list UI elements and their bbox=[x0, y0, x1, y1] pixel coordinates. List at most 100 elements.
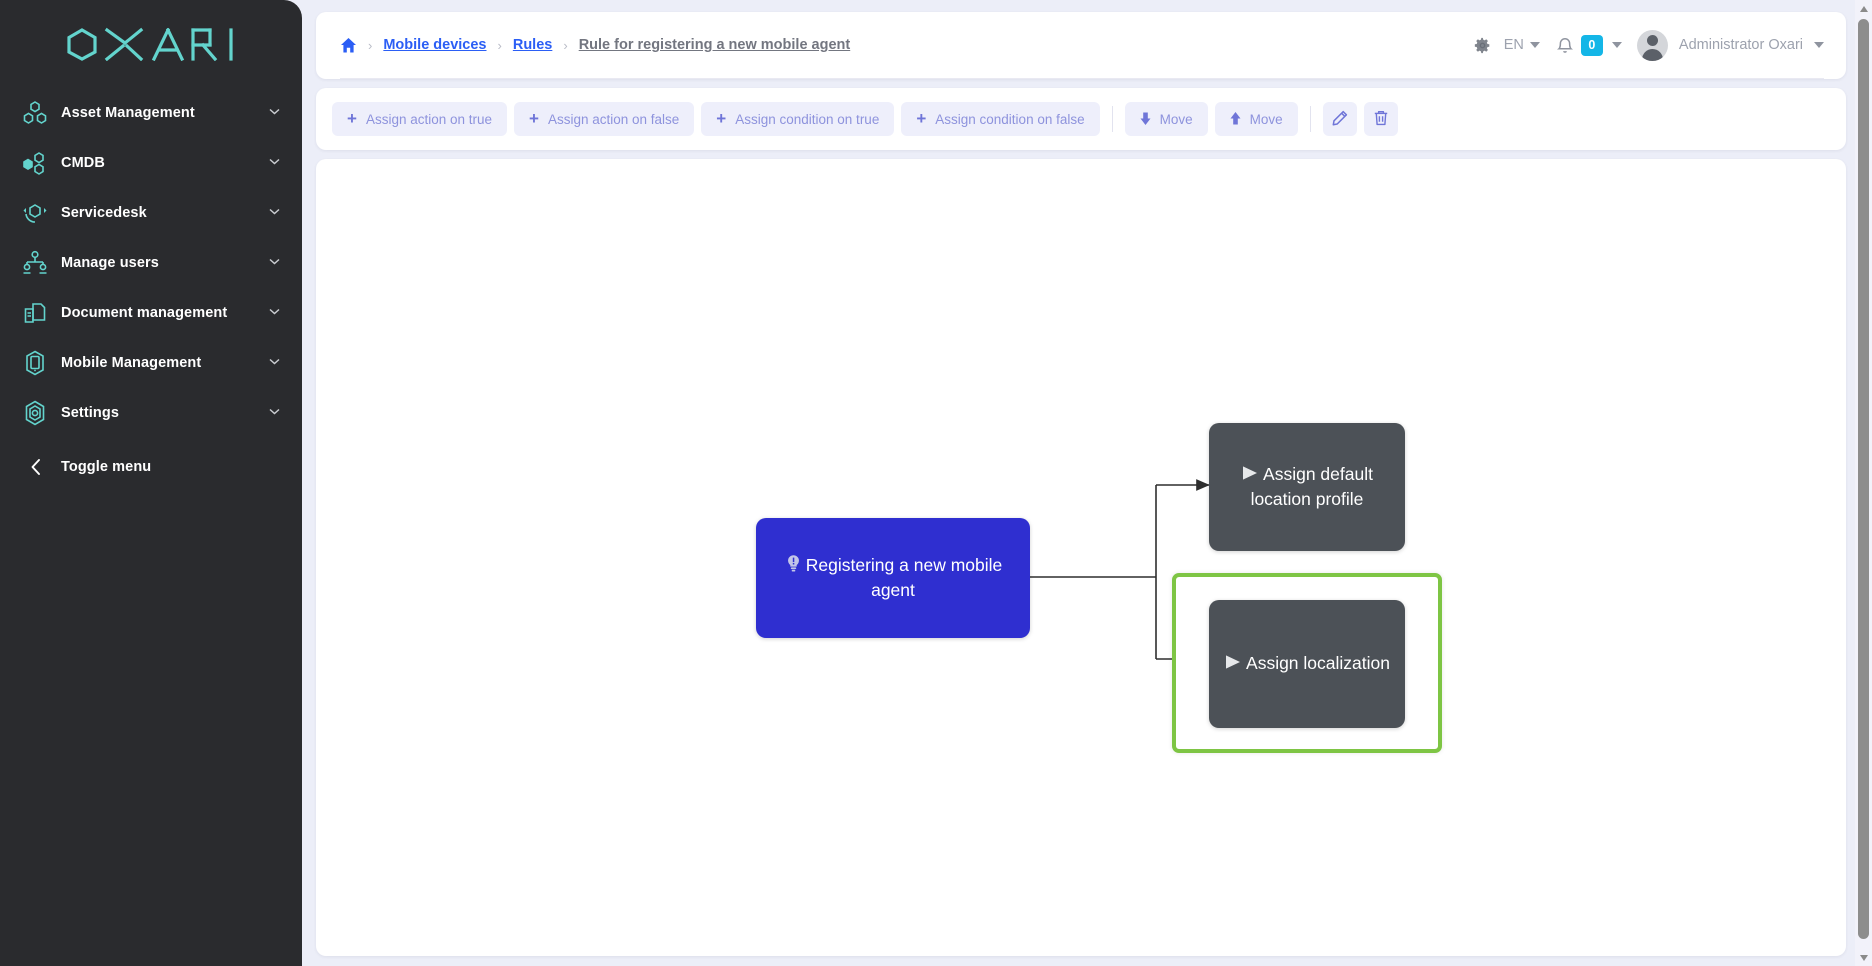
button-label: Move bbox=[1249, 111, 1283, 127]
assign-action-on-false-button[interactable]: + Assign action on false bbox=[514, 102, 695, 136]
flow-diagram: Registering a new mobile agent Assign de… bbox=[316, 159, 1846, 956]
sidebar-item-document-management[interactable]: Document management bbox=[0, 288, 302, 338]
plus-icon: + bbox=[529, 108, 539, 128]
gear-icon[interactable] bbox=[1474, 37, 1491, 54]
sidebar-item-servicedesk[interactable]: Servicedesk bbox=[0, 188, 302, 238]
sidebar-toggle-label: Toggle menu bbox=[61, 459, 152, 475]
assign-condition-on-true-button[interactable]: + Assign condition on true bbox=[701, 102, 895, 136]
chevron-down-icon[interactable] bbox=[269, 157, 280, 168]
sidebar-toggle-menu[interactable]: Toggle menu bbox=[0, 442, 302, 492]
plus-icon: + bbox=[916, 108, 927, 128]
flow-node-label: Registering a new mobile agent bbox=[770, 554, 1016, 603]
chevron-down-icon[interactable] bbox=[1611, 42, 1622, 48]
button-label: Assign action on true bbox=[365, 111, 493, 127]
sidebar-item-manage-users[interactable]: Manage users bbox=[0, 238, 302, 288]
manage-users-icon bbox=[22, 250, 56, 276]
chevron-down-icon[interactable] bbox=[1529, 42, 1540, 48]
button-label: Assign action on false bbox=[547, 111, 680, 127]
scroll-down-arrow[interactable] bbox=[1855, 949, 1872, 966]
sidebar-item-asset-management[interactable]: Asset Management bbox=[0, 88, 302, 138]
sidebar-item-label: Asset Management bbox=[61, 105, 195, 121]
play-icon bbox=[1241, 464, 1259, 487]
move-up-button[interactable]: Move bbox=[1214, 102, 1298, 136]
cmdb-hexagons-icon bbox=[22, 150, 56, 176]
arrow-up-icon bbox=[1230, 111, 1241, 127]
breadcrumb-link-rules[interactable]: Rules bbox=[512, 37, 553, 53]
triangle-up-icon bbox=[1859, 5, 1868, 12]
flow-node-assign-default-location-profile[interactable]: Assign default location profile bbox=[1209, 423, 1405, 551]
breadcrumb-link-mobile-devices[interactable]: Mobile devices bbox=[383, 37, 487, 53]
triangle-down-icon bbox=[1859, 954, 1868, 961]
chevron-down-icon[interactable] bbox=[269, 207, 280, 218]
header-actions: EN 0 Administrator Oxari bbox=[1474, 29, 1824, 61]
chevron-down-icon[interactable] bbox=[269, 357, 280, 368]
user-name[interactable]: Administrator Oxari bbox=[1678, 37, 1803, 53]
breadcrumb-separator: › bbox=[563, 37, 568, 53]
button-label: Assign condition on false bbox=[935, 111, 1085, 127]
bell-icon[interactable] bbox=[1556, 37, 1573, 54]
oxari-logo[interactable] bbox=[0, 0, 302, 88]
breadcrumb-current-page: Rule for registering a new mobile agent bbox=[578, 37, 851, 53]
edit-button[interactable] bbox=[1322, 102, 1357, 136]
notification-badge[interactable]: 0 bbox=[1580, 34, 1603, 56]
rule-toolbar: + Assign action on true + Assign action … bbox=[316, 88, 1846, 150]
breadcrumb-separator: › bbox=[497, 37, 502, 53]
arrow-down-icon bbox=[1140, 112, 1151, 127]
sidebar-item-label: Mobile Management bbox=[61, 355, 202, 371]
page-header: › Mobile devices › Rules › Rule for regi… bbox=[316, 12, 1846, 79]
sidebar-item-cmdb[interactable]: CMDB bbox=[0, 138, 302, 188]
sidebar-item-settings[interactable]: Settings bbox=[0, 388, 302, 438]
move-down-button[interactable]: Move bbox=[1124, 102, 1208, 136]
gear-hexagon-icon bbox=[22, 400, 56, 426]
sidebar-item-label: Settings bbox=[61, 405, 119, 421]
trash-icon bbox=[1373, 110, 1389, 129]
home-icon[interactable] bbox=[340, 37, 357, 54]
chevron-down-icon[interactable] bbox=[269, 407, 280, 418]
play-icon bbox=[1224, 653, 1242, 676]
flow-connectors bbox=[1030, 479, 1210, 665]
flow-node-label: Assign localization bbox=[1224, 652, 1390, 676]
pencil-icon bbox=[1332, 110, 1348, 129]
toolbar-divider bbox=[1111, 106, 1113, 132]
sidebar-nav: Asset Management CMDB bbox=[0, 88, 302, 492]
delete-button[interactable] bbox=[1363, 102, 1398, 136]
servicedesk-headset-icon bbox=[22, 200, 56, 226]
flow-node-label: Assign default location profile bbox=[1223, 463, 1391, 511]
chevron-down-icon[interactable] bbox=[1814, 42, 1824, 48]
flow-node-assign-localization[interactable]: Assign localization bbox=[1209, 600, 1405, 728]
assign-condition-on-false-button[interactable]: + Assign condition on false bbox=[901, 102, 1100, 136]
page-scrollbar[interactable] bbox=[1855, 0, 1872, 966]
sidebar-item-label: CMDB bbox=[61, 155, 105, 171]
sidebar-item-label: Servicedesk bbox=[61, 205, 147, 221]
rule-flow-canvas[interactable]: Registering a new mobile agent Assign de… bbox=[316, 159, 1846, 956]
breadcrumb-separator: › bbox=[368, 37, 373, 53]
avatar[interactable] bbox=[1636, 29, 1668, 61]
chevron-down-icon[interactable] bbox=[269, 257, 280, 268]
scroll-up-arrow[interactable] bbox=[1855, 0, 1872, 17]
mobile-device-icon bbox=[22, 350, 56, 376]
sidebar-item-label: Manage users bbox=[61, 255, 159, 271]
breadcrumb: › Mobile devices › Rules › Rule for regi… bbox=[340, 37, 850, 54]
main-area: › Mobile devices › Rules › Rule for regi… bbox=[302, 0, 1872, 966]
toolbar-divider bbox=[1309, 106, 1311, 132]
assign-action-on-true-button[interactable]: + Assign action on true bbox=[332, 102, 508, 136]
button-label: Assign condition on true bbox=[735, 111, 880, 127]
button-label: Move bbox=[1159, 111, 1193, 127]
chevron-down-icon[interactable] bbox=[269, 107, 280, 118]
plus-icon: + bbox=[716, 108, 727, 128]
oxari-logo-icon bbox=[67, 27, 233, 61]
sidebar-item-label: Document management bbox=[61, 305, 228, 321]
chevron-down-icon[interactable] bbox=[269, 307, 280, 318]
lightbulb-icon bbox=[784, 554, 803, 579]
sidebar: Asset Management CMDB bbox=[0, 0, 302, 966]
flow-node-text: Registering a new mobile agent bbox=[805, 554, 1003, 600]
assets-hexagons-icon bbox=[22, 100, 56, 126]
scrollbar-thumb[interactable] bbox=[1858, 19, 1869, 939]
flow-node-text: Assign default location profile bbox=[1250, 464, 1373, 509]
language-selector[interactable]: EN bbox=[1503, 37, 1524, 53]
chevron-left-icon bbox=[22, 458, 56, 476]
plus-icon: + bbox=[347, 108, 357, 128]
flow-node-trigger[interactable]: Registering a new mobile agent bbox=[756, 518, 1030, 638]
sidebar-item-mobile-management[interactable]: Mobile Management bbox=[0, 338, 302, 388]
